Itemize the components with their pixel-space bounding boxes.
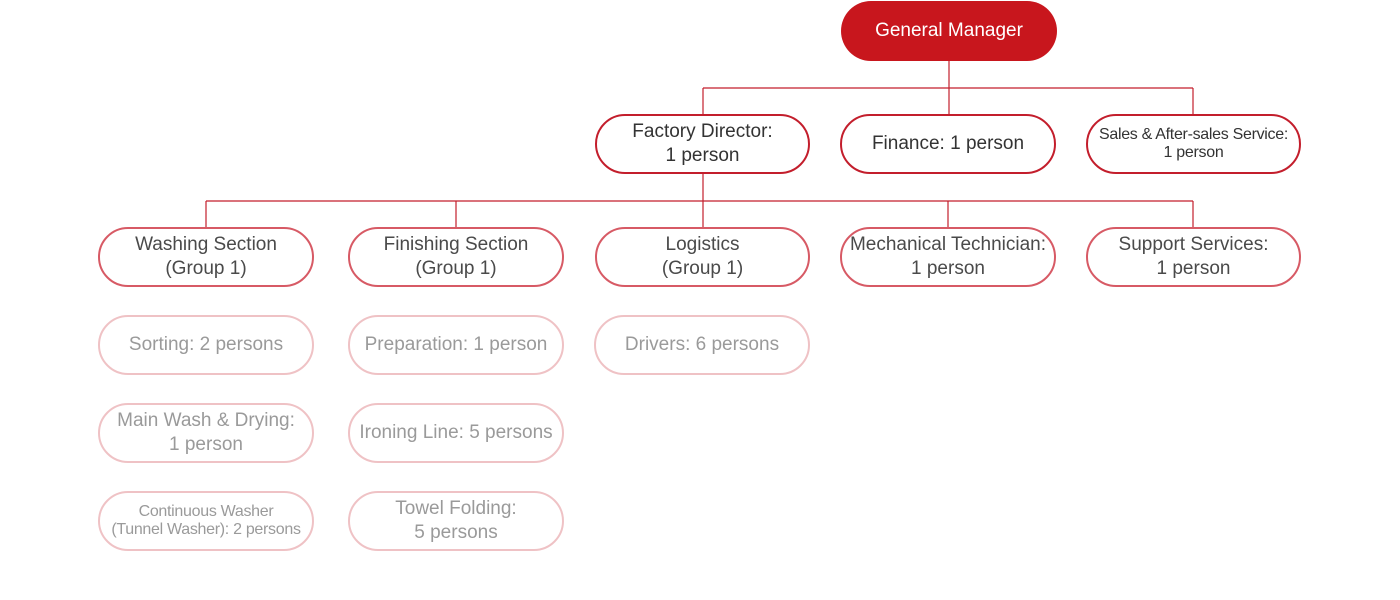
towel-folding-box: Towel Folding: 5 persons	[348, 491, 564, 551]
preparation-label: Preparation: 1 person	[364, 334, 548, 355]
logistics-label: Logistics (Group 1)	[661, 234, 744, 279]
general-manager-label: General Manager	[875, 20, 1023, 41]
sorting-box: Sorting: 2 persons	[98, 315, 314, 375]
factory-director-label: Factory Director: 1 person	[632, 121, 773, 166]
support-services-box: Support Services: 1 person	[1086, 227, 1301, 287]
finishing-section-label: Finishing Section (Group 1)	[383, 234, 529, 279]
washing-section-label: Washing Section (Group 1)	[135, 234, 277, 279]
main-wash-drying-label: Main Wash & Drying: 1 person	[117, 410, 295, 455]
sales-service-label: Sales & After-sales Service: 1 person	[1098, 126, 1288, 161]
finishing-section-box: Finishing Section (Group 1)	[348, 227, 564, 287]
washing-section-box: Washing Section (Group 1)	[98, 227, 314, 287]
finance-box: Finance: 1 person	[840, 114, 1056, 174]
ironing-line-box: Ironing Line: 5 persons	[348, 403, 564, 463]
sorting-label: Sorting: 2 persons	[128, 334, 284, 355]
logistics-box: Logistics (Group 1)	[595, 227, 810, 287]
mechanical-technician-box: Mechanical Technician: 1 person	[840, 227, 1056, 287]
finance-label: Finance: 1 person	[871, 133, 1025, 154]
continuous-washer-label: Continuous Washer (Tunnel Washer): 2 per…	[111, 503, 301, 538]
towel-folding-label: Towel Folding: 5 persons	[395, 498, 517, 543]
general-manager-box: General Manager	[841, 1, 1057, 61]
main-wash-drying-box: Main Wash & Drying: 1 person	[98, 403, 314, 463]
mechanical-technician-label: Mechanical Technician: 1 person	[849, 234, 1047, 279]
preparation-box: Preparation: 1 person	[348, 315, 564, 375]
support-services-label: Support Services: 1 person	[1118, 234, 1269, 279]
factory-director-box: Factory Director: 1 person	[595, 114, 810, 174]
drivers-label: Drivers: 6 persons	[624, 334, 780, 355]
continuous-washer-box: Continuous Washer (Tunnel Washer): 2 per…	[98, 491, 314, 551]
drivers-box: Drivers: 6 persons	[594, 315, 810, 375]
sales-service-box: Sales & After-sales Service: 1 person	[1086, 114, 1301, 174]
ironing-line-label: Ironing Line: 5 persons	[359, 422, 553, 443]
